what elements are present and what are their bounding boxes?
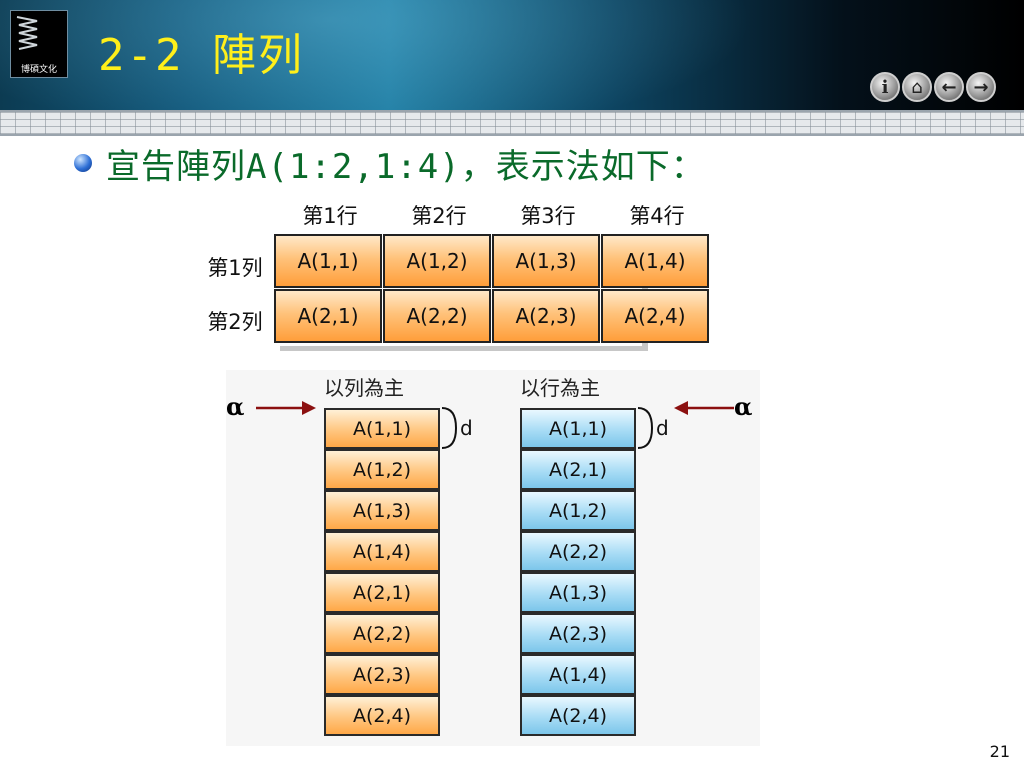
row-header: 第1列 [207, 256, 263, 280]
column-major-cell: A(1,1) [520, 408, 636, 449]
home-button[interactable]: ⌂ [902, 72, 932, 102]
logo-mark-icon [16, 16, 38, 50]
row-major-title: 以列為主 [324, 376, 404, 400]
column-major-cell: A(2,3) [520, 613, 636, 654]
right-arrow-icon [256, 401, 316, 415]
array-matrix-figure: 第1行 第2行 第3行 第4行 第1列 第2列 A(1,1) A(1,2) A(… [200, 196, 720, 351]
row-major-cell: A(1,2) [324, 449, 440, 490]
row-major-cell: A(2,2) [324, 613, 440, 654]
column-header: 第2行 [411, 204, 467, 228]
d-bracket-icon [441, 407, 458, 449]
info-icon: i [881, 76, 889, 98]
column-header: 第1行 [302, 204, 358, 228]
matrix-cell: A(2,4) [601, 289, 709, 343]
row-header: 第2列 [207, 310, 263, 334]
column-header: 第4行 [629, 204, 685, 228]
column-major-title: 以行為主 [520, 376, 600, 400]
home-icon: ⌂ [911, 76, 923, 98]
back-arrow-icon: ← [941, 76, 957, 98]
column-major-alpha-label: α [734, 392, 753, 421]
memory-layout-figure: 以列為主 以行為主 α α d d A(1,1) A(1,2) A(1,3) A… [226, 370, 760, 746]
table-shadow [280, 346, 648, 351]
page-number: 21 [989, 742, 1010, 761]
publisher-logo: 博碩文化 [10, 10, 68, 78]
logo-text: 博碩文化 [20, 65, 57, 75]
row-major-d-label: d [460, 416, 473, 440]
slide-title: 2-2 陣列 [98, 30, 304, 81]
column-major-d-label: d [656, 416, 669, 440]
column-major-cell: A(2,4) [520, 695, 636, 736]
matrix-cell: A(2,1) [274, 289, 382, 343]
row-major-cell: A(1,1) [324, 408, 440, 449]
matrix-cell: A(1,3) [492, 234, 600, 288]
matrix-cell: A(2,3) [492, 289, 600, 343]
matrix-cell: A(1,4) [601, 234, 709, 288]
column-major-cell: A(1,2) [520, 490, 636, 531]
header-banner [0, 0, 1024, 110]
forward-button[interactable]: → [966, 72, 996, 102]
blue-bullet-icon [74, 154, 92, 172]
row-major-alpha-label: α [226, 392, 245, 421]
column-major-cell: A(2,1) [520, 449, 636, 490]
info-button[interactable]: i [870, 72, 900, 102]
matrix-cell: A(1,1) [274, 234, 382, 288]
column-major-cell: A(2,2) [520, 531, 636, 572]
row-major-cell: A(2,4) [324, 695, 440, 736]
bullet-item: 宣告陣列A(1:2,1:4)，表示法如下： [74, 138, 706, 188]
forward-arrow-icon: → [973, 76, 989, 98]
left-arrow-icon [674, 401, 734, 415]
bullet-text: 宣告陣列A(1:2,1:4)，表示法如下： [106, 146, 706, 187]
column-major-cell: A(1,4) [520, 654, 636, 695]
d-bracket-icon [637, 407, 654, 449]
row-major-cell: A(2,3) [324, 654, 440, 695]
row-major-cell: A(2,1) [324, 572, 440, 613]
matrix-cell: A(1,2) [383, 234, 491, 288]
column-major-cell: A(1,3) [520, 572, 636, 613]
nav-buttons: i ⌂ ← → [870, 72, 996, 106]
header-glow [0, 0, 1024, 110]
back-button[interactable]: ← [934, 72, 964, 102]
row-major-cell: A(1,3) [324, 490, 440, 531]
column-header: 第3行 [520, 204, 576, 228]
row-major-cell: A(1,4) [324, 531, 440, 572]
grid-stripe-divider [0, 110, 1024, 136]
matrix-cell: A(2,2) [383, 289, 491, 343]
